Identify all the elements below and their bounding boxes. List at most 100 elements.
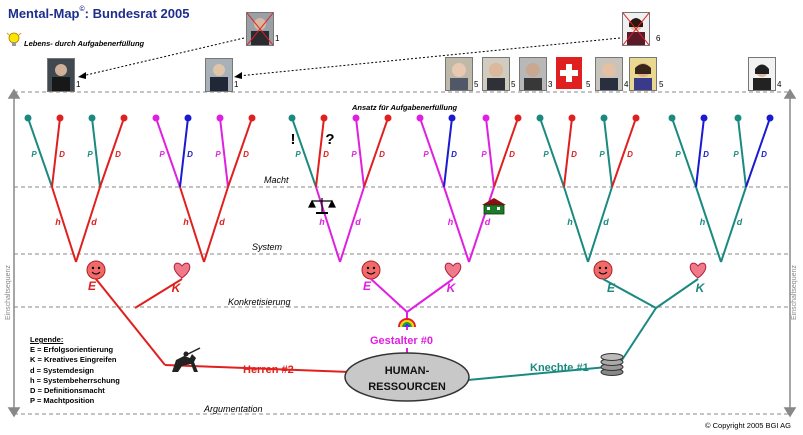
leaf-node (288, 114, 296, 122)
branch-letter: h (319, 217, 325, 227)
branch-letter: D (627, 150, 633, 159)
branch-line (363, 117, 389, 188)
branch-letter: d (737, 217, 743, 227)
branch-letter: D (115, 150, 121, 159)
legend-item: K = Kreatives Eingreifen (30, 355, 117, 365)
branch-line (443, 117, 453, 188)
leaf-node (248, 114, 256, 122)
herren-line (164, 364, 351, 373)
branch-line (737, 117, 747, 188)
heart-icon (173, 262, 191, 279)
branch-line (587, 186, 613, 263)
leaf-node (568, 114, 576, 122)
portrait-num: 4 (777, 80, 782, 89)
branch-letter: P (733, 150, 739, 159)
portrait-num: 6 (656, 34, 661, 43)
copyright: © Copyright 2005 BGI AG (705, 421, 791, 430)
leaf-node (352, 114, 360, 122)
center-line-2: RESSOURCEN (368, 381, 446, 393)
branch-letter: h (183, 217, 189, 227)
portrait-r6 (629, 57, 657, 91)
portrait-left (47, 58, 75, 92)
branch-line (95, 278, 166, 366)
level-label-argumentation: Argumentation (203, 404, 263, 414)
arrow-head-1 (78, 72, 86, 79)
level-label-system: System (252, 242, 283, 252)
house-icon (482, 198, 506, 215)
leaf-node (56, 114, 64, 122)
smiley-icon (361, 260, 381, 280)
branch-letter: P (159, 150, 165, 159)
portrait-num: 1 (76, 80, 81, 89)
arrow-head-2 (234, 72, 242, 79)
branch-letter: P (351, 150, 357, 159)
branch-line (370, 278, 408, 313)
branch-line (745, 117, 771, 188)
page-title: Mental-Map©: Bundesrat 2005 (8, 6, 189, 21)
branch-line (155, 117, 181, 188)
branch-letter: D (761, 150, 767, 159)
branch-letter-e: E (88, 279, 97, 293)
branch-line (611, 117, 637, 188)
branch-letter-k: K (447, 281, 457, 295)
label-knechte: Knechte #1 (530, 362, 589, 374)
branch-letter: D (59, 150, 65, 159)
branch-line (443, 186, 470, 263)
branch-letter-e: E (363, 279, 372, 293)
branch-line (602, 278, 657, 309)
legend-item: P = Machtposition (30, 396, 95, 406)
human-ressourcen-ellipse (344, 352, 470, 402)
leaf-node (88, 114, 96, 122)
branch-letter: h (700, 217, 706, 227)
branch-letter: d (355, 217, 361, 227)
branch-line (179, 117, 189, 188)
branch-letter: h (55, 217, 61, 227)
leaf-node (600, 114, 608, 122)
title-mark: © (79, 6, 85, 13)
leaf-node (734, 114, 742, 122)
question-mark: ? (325, 131, 334, 148)
legend: Legende: E = Erfolgsorientierung K = Kre… (30, 335, 120, 406)
portrait-r5 (595, 57, 623, 91)
branch-letter-e: E (607, 281, 616, 295)
branch-line (563, 117, 573, 188)
leaf-node (632, 114, 640, 122)
branch-line (355, 117, 365, 188)
swiss-flag-icon (556, 57, 582, 89)
knechte-line (467, 365, 619, 381)
rainbow-icon (398, 318, 416, 328)
legend-item: D = Definitionsmacht (30, 386, 105, 396)
legend-heading: Legende: (30, 335, 64, 344)
legend-item: d = Systemdesign (30, 365, 94, 375)
branch-line (27, 117, 53, 188)
portrait-r1 (445, 57, 473, 91)
level-label-top: Ansatz für Aufgabenerfüllung (351, 103, 458, 112)
branch-letter: D (323, 150, 329, 159)
leaf-node (24, 114, 32, 122)
label-gestalter: Gestalter #0 (370, 335, 433, 347)
branch-line (99, 117, 125, 188)
branch-line (75, 186, 101, 263)
branch-line (134, 278, 183, 309)
leaf-node (184, 114, 192, 122)
branch-letter: P (599, 150, 605, 159)
branch-letter: D (187, 150, 193, 159)
branch-line (720, 186, 747, 263)
label-herren: Herren #2 (243, 364, 294, 376)
leaf-node (384, 114, 392, 122)
branch-letter: P (423, 150, 429, 159)
branch-line (419, 117, 445, 188)
branch-line (315, 186, 341, 263)
side-label-left: Einschaltsequenz (5, 265, 12, 320)
branch-line (671, 117, 697, 188)
branch-line (603, 117, 613, 188)
portrait-num: 1 (234, 80, 239, 89)
portrait-num: 1 (275, 34, 280, 43)
branch-line (203, 186, 229, 263)
branch-line (468, 186, 495, 263)
leaf-node (700, 114, 708, 122)
title-rest: : Bundesrat 2005 (84, 6, 190, 21)
leaf-node (766, 114, 774, 122)
branch-letter: D (243, 150, 249, 159)
